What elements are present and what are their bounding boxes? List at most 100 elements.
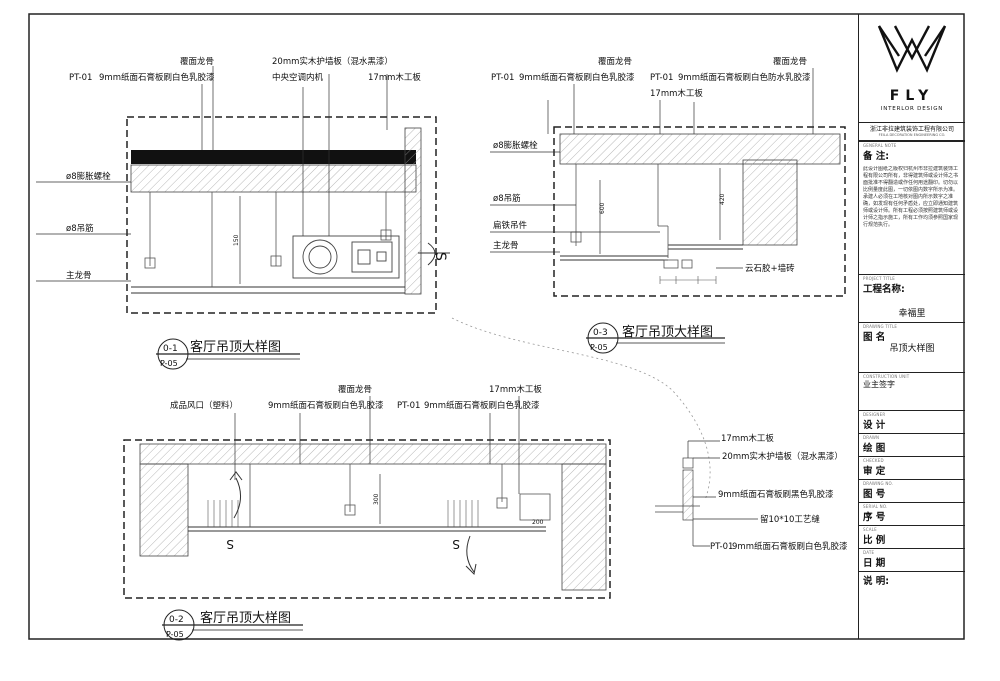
airflow-letter-right: S	[452, 537, 460, 551]
slab-02	[139, 443, 607, 465]
drawing-name: 吊顶大样图	[889, 344, 935, 354]
fly-logo-icon	[877, 25, 947, 73]
owner-caption: CONSTRUCTION UNIT	[863, 374, 910, 379]
label-fumian-03a: 覆面龙骨	[598, 56, 632, 67]
field-caption: CHECKED	[863, 458, 884, 463]
field-row: DESIGNER 设 计	[859, 412, 965, 431]
detail-label-gap: 留10*10工艺缝	[760, 514, 820, 525]
project-label: 工程名称:	[863, 284, 905, 295]
label-fumian-01: 覆面龙骨	[180, 56, 214, 67]
label-main-01: 主龙骨	[66, 270, 92, 281]
note-caption: GENERAL NOTE	[863, 143, 897, 148]
wall-02a	[139, 463, 189, 557]
title-badge-03: 0-3 P-05 客厅吊顶大样图	[586, 322, 725, 354]
label-gypsum-03b: 9mm纸面石膏板刷白色防水乳胶漆	[678, 72, 811, 83]
label-gypsum-03a: 9mm纸面石膏板刷白色乳胶漆	[519, 72, 635, 83]
badge-page-03: P-05	[590, 343, 608, 352]
badge-num-02: 0-2	[169, 615, 184, 625]
owner-label: 业主签字	[863, 380, 895, 389]
drawing-label: 图 名	[863, 332, 886, 343]
company-name-en: FEILA DECORATION ENGINEERING CO.	[878, 133, 946, 137]
label-fumian-03b: 覆面龙骨	[773, 56, 807, 67]
field-row: DRAWING NO.图 号	[859, 481, 965, 500]
slab-01	[130, 164, 417, 193]
field-row: 说 明:	[859, 573, 965, 587]
title-03: 客厅吊顶大样图	[622, 324, 713, 340]
airflow-letter-left: S	[226, 537, 234, 551]
field-row: DATE 日 期	[859, 550, 965, 569]
label-mugong-03: 17mm木工板	[650, 88, 703, 99]
field-caption: DRAWING NO.	[863, 481, 894, 486]
field-label: 审 定	[863, 466, 886, 477]
label-gypsum-02a: 9mm纸面石膏板刷白色乳胶漆	[268, 400, 384, 411]
note-text: 此设计图纸之版权归杭州市非拉建筑装饰工程有限公司所有，非得建筑师或设计师之书面批…	[863, 166, 959, 228]
frame-03	[553, 126, 846, 297]
sheet-border	[28, 13, 965, 640]
badge-num-03: 0-3	[593, 328, 608, 338]
label-vent-02: 成品风口（塑料）	[170, 400, 238, 411]
field-label: 日 期	[863, 558, 886, 569]
field-caption: SCALE	[863, 527, 877, 532]
logo: FLY INTERLOR DESIGN	[859, 14, 965, 122]
dim-03b: 420	[719, 193, 726, 205]
airflow-arrow-left	[229, 471, 243, 519]
company-name: 浙江非拉建筑装饰工程有限公司	[869, 126, 954, 133]
beam-03	[742, 159, 798, 246]
title-badge-01: 0-1 P-05 客厅吊顶大样图	[156, 338, 300, 370]
frame-02	[123, 439, 611, 599]
note-label: 备 注:	[863, 151, 890, 162]
ac-unit	[292, 235, 400, 279]
field-caption: DRAWN	[863, 435, 880, 440]
badge-num-01: 0-1	[163, 344, 178, 354]
field-row: CHECKED 审 定	[859, 458, 965, 477]
label-gypsum-01: 9mm纸面石膏板刷白色乳胶漆	[99, 72, 215, 83]
label-bolt-03: ø8膨胀螺栓	[493, 140, 538, 151]
slab-03	[559, 133, 841, 165]
label-pt01-02: PT-01	[397, 401, 420, 411]
label-hanger-03: 扁铁吊件	[493, 220, 528, 231]
field-caption: DESIGNER	[863, 412, 886, 417]
title-02: 客厅吊顶大样图	[200, 610, 291, 626]
airflow-arrow-right	[465, 535, 477, 576]
field-caption: DATE	[863, 550, 875, 555]
field-label: 比 例	[863, 535, 886, 546]
wall-01	[404, 127, 422, 295]
label-tile-03: 云石胶+墙砖	[745, 263, 795, 274]
detail-drawing-02: S S 覆面龙骨 9mm纸面石膏板刷白色乳胶漆 17mm木工板 PT-01 9m…	[123, 384, 611, 641]
field-row: SCALE 比 例	[859, 527, 965, 546]
label-rod-01: ø8吊筋	[66, 223, 94, 234]
badge-page-02: P-05	[166, 630, 184, 639]
field-row: SERIAL NO.序 号	[859, 504, 965, 523]
dim-01: 150	[233, 234, 240, 246]
detail-label-white: 9mm纸面石膏板刷白色乳胶漆	[732, 541, 848, 552]
title-01: 客厅吊顶大样图	[190, 339, 281, 355]
detail-drawing-01: S 覆面龙骨 PT-01 9mm纸面石膏板刷白色乳胶漆 20mm实木护墙板（混水…	[36, 56, 450, 370]
badge-page-01: P-05	[160, 359, 178, 368]
detail-label-pt01: PT-01	[710, 542, 733, 552]
label-bolt-01: ø8膨胀螺栓	[66, 171, 111, 182]
title-block: FLY INTERLOR DESIGN 浙江非拉建筑装饰工程有限公司 FEILA…	[858, 14, 965, 639]
beam-black-01	[131, 150, 416, 164]
dim-03a: 600	[599, 202, 606, 214]
frame-01	[126, 116, 437, 314]
wall-02b	[561, 463, 607, 591]
field-caption: SERIAL NO.	[863, 504, 888, 509]
label-mugong-01: 17mm木工板	[368, 72, 421, 83]
logo-sub: INTERLOR DESIGN	[880, 106, 944, 112]
detail-label-mugong: 17mm木工板	[721, 433, 774, 444]
dim-02b: 200	[532, 519, 544, 526]
label-fumian-02: 覆面龙骨	[338, 384, 372, 395]
logo-text: FLY	[889, 88, 935, 104]
project-caption: PROJECT TITLE	[863, 276, 895, 281]
small-detail: 17mm木工板 20mm实木护墙板（混水黑漆） 9mm纸面石膏板刷黑色乳胶漆 留…	[655, 433, 848, 552]
label-mugong-02: 17mm木工板	[489, 384, 542, 395]
drawing-caption: DRAWING TITLE	[863, 324, 898, 329]
field-label: 说 明:	[863, 576, 890, 587]
label-ac-01: 中央空调内机	[272, 72, 324, 83]
detail-label-panel: 20mm实木护墙板（混水黑漆）	[722, 451, 843, 462]
title-badge-02: 0-2 P-05 客厅吊顶大样图	[162, 609, 303, 641]
cut-symbol-01	[418, 242, 450, 266]
field-label: 设 计	[863, 420, 886, 431]
detail-leader-curve	[451, 317, 711, 501]
